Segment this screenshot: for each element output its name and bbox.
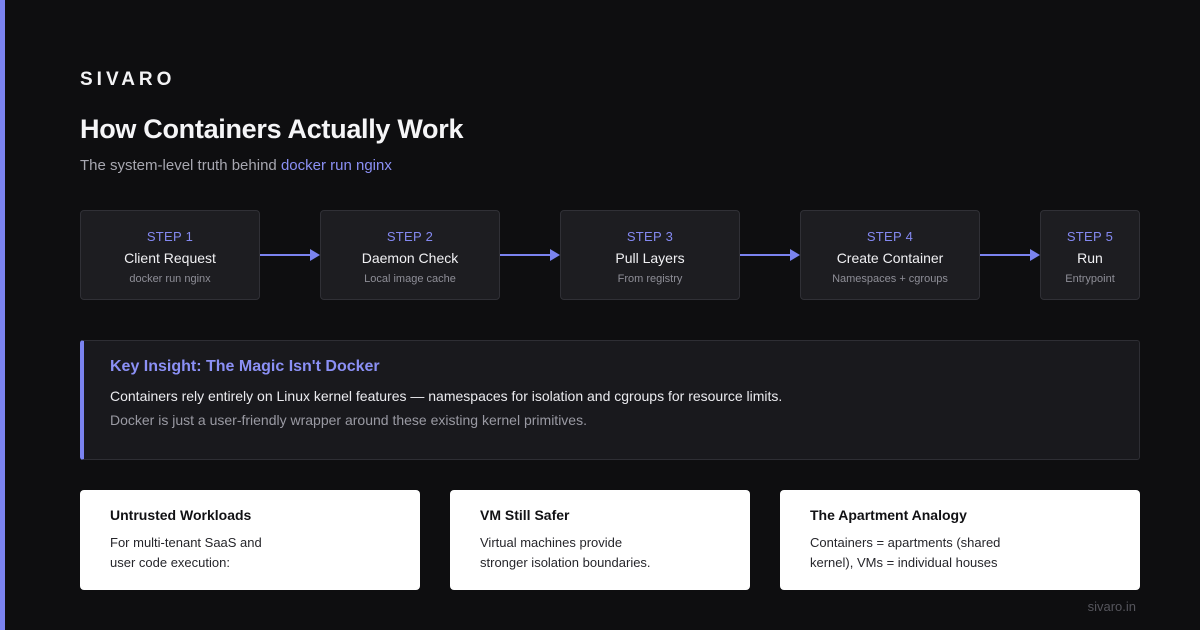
subtitle-text: The system-level truth behind bbox=[80, 157, 281, 174]
step-name: Client Request bbox=[124, 250, 216, 266]
step-name: Create Container bbox=[836, 250, 944, 266]
card-body-line: stronger isolation boundaries. bbox=[480, 555, 651, 570]
step-name: Daemon Check bbox=[361, 250, 459, 266]
card-body-line: For multi-tenant SaaS and bbox=[110, 535, 262, 550]
step-5-box: STEP 5 Run Entrypoint bbox=[1040, 210, 1140, 300]
card-body-line: Containers = apartments (shared bbox=[810, 535, 1001, 550]
card-body: For multi-tenant SaaS and user code exec… bbox=[110, 533, 390, 573]
card-body-line: Virtual machines provide bbox=[480, 535, 623, 550]
page-title: How Containers Actually Work bbox=[80, 114, 464, 144]
step-3-box: STEP 3 Pull Layers From registry bbox=[560, 210, 740, 300]
arrow-right-icon bbox=[260, 249, 320, 261]
step-label: STEP 4 bbox=[866, 229, 914, 244]
step-2-box: STEP 2 Daemon Check Local image cache bbox=[320, 210, 500, 300]
card-title: The Apartment Analogy bbox=[810, 507, 967, 523]
step-description: docker run nginx bbox=[129, 273, 211, 285]
arrow-right-icon bbox=[980, 249, 1040, 261]
step-description: From registry bbox=[617, 273, 683, 285]
insight-line-2: Docker is just a user-friendly wrapper a… bbox=[110, 412, 587, 428]
accent-bar bbox=[0, 0, 5, 630]
step-name: Pull Layers bbox=[615, 250, 685, 266]
card-vm-still-safer: VM Still Safer Virtual machines provide … bbox=[450, 490, 750, 590]
step-label: STEP 1 bbox=[146, 229, 194, 244]
step-4-box: STEP 4 Create Container Namespaces + cgr… bbox=[800, 210, 980, 300]
card-apartment-analogy: The Apartment Analogy Containers = apart… bbox=[780, 490, 1140, 590]
card-body-line: kernel), VMs = individual houses bbox=[810, 555, 998, 570]
card-body-line: user code execution: bbox=[110, 555, 230, 570]
step-description: Local image cache bbox=[364, 273, 456, 285]
page-subtitle: The system-level truth behind docker run… bbox=[80, 157, 392, 174]
card-title: Untrusted Workloads bbox=[110, 507, 252, 523]
insight-line-1: Containers rely entirely on Linux kernel… bbox=[110, 388, 783, 404]
step-label: STEP 2 bbox=[386, 229, 434, 244]
step-name: Run bbox=[1077, 250, 1103, 266]
arrow-right-icon bbox=[740, 249, 800, 261]
step-label: STEP 5 bbox=[1066, 229, 1114, 244]
card-body: Virtual machines provide stronger isolat… bbox=[480, 533, 720, 573]
insight-title: Key Insight: The Magic Isn't Docker bbox=[110, 358, 380, 375]
brand-logo: SIVARO bbox=[80, 69, 176, 90]
card-body: Containers = apartments (shared kernel),… bbox=[810, 533, 1110, 573]
footer-url: sivaro.in bbox=[1087, 599, 1136, 614]
subtitle-command: docker run nginx bbox=[280, 157, 392, 174]
step-description: Entrypoint bbox=[1065, 273, 1115, 285]
card-title: VM Still Safer bbox=[480, 507, 570, 523]
step-description: Namespaces + cgroups bbox=[832, 273, 948, 285]
card-untrusted-workloads: Untrusted Workloads For multi-tenant Saa… bbox=[80, 490, 420, 590]
step-1-box: STEP 1 Client Request docker run nginx bbox=[80, 210, 260, 300]
arrow-right-icon bbox=[500, 249, 560, 261]
key-insight-panel: Key Insight: The Magic Isn't Docker Cont… bbox=[80, 340, 1140, 460]
step-label: STEP 3 bbox=[626, 229, 674, 244]
